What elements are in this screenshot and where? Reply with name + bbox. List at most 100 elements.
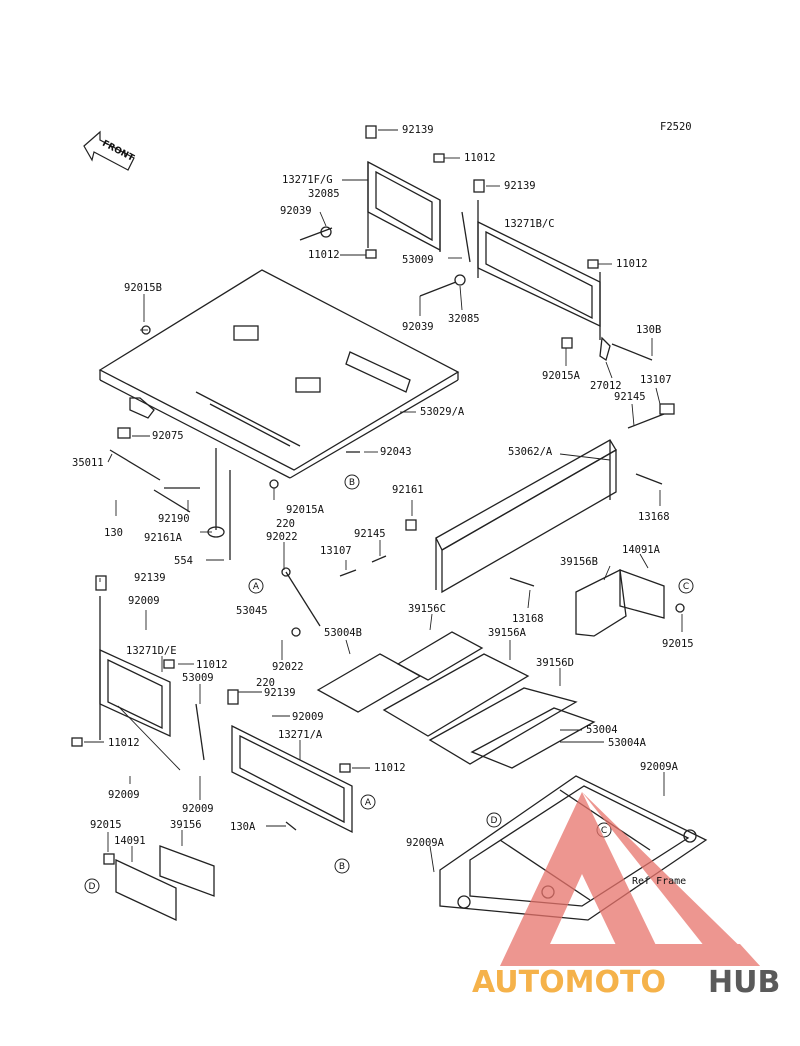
part-label: 130B: [636, 324, 661, 336]
part-label: 92022: [266, 531, 298, 543]
svg-text:D: D: [491, 816, 498, 826]
cargo-bed-floor: [98, 269, 460, 489]
callout-b-bottom: B: [334, 858, 350, 874]
svg-text:C: C: [683, 582, 689, 592]
svg-text:D: D: [89, 882, 96, 892]
part-label: 53045: [236, 605, 268, 617]
front-arrow-icon: FRONT: [83, 130, 136, 171]
side-gate-left-bottom: [71, 575, 205, 761]
part-label: 92015: [90, 819, 122, 831]
part-label: 13271/A: [278, 729, 323, 741]
part-label: 14091: [114, 835, 146, 847]
part-label: 92139: [402, 124, 434, 136]
callout-b-top: B: [344, 474, 360, 490]
part-label: 130: [104, 527, 123, 539]
part-label: 13168: [512, 613, 544, 625]
part-label: 92145: [614, 391, 646, 403]
part-label: 32085: [448, 313, 480, 325]
part-label: 130A: [230, 821, 256, 833]
part-label: 92015A: [286, 504, 325, 516]
bed-mats: [316, 569, 685, 769]
part-label: 53004A: [608, 737, 647, 749]
part-label: 92145: [354, 528, 386, 540]
part-label: 11012: [464, 152, 496, 164]
svg-text:B: B: [339, 862, 345, 872]
part-label: 14091A: [622, 544, 661, 556]
part-label: 92009A: [406, 837, 445, 849]
part-label: 53004: [586, 724, 618, 736]
part-label: 92015A: [542, 370, 581, 382]
ref-frame-label: Ref Frame: [632, 876, 686, 887]
part-label: 13168: [638, 511, 670, 523]
part-label: 39156: [170, 819, 202, 831]
callout-a-bottom: A: [360, 794, 376, 810]
svg-text:B: B: [349, 478, 355, 488]
part-label: 220: [256, 677, 275, 689]
part-label: 53004B: [324, 627, 362, 639]
part-label: 53029/A: [420, 406, 465, 418]
part-label: 92009A: [640, 761, 679, 773]
part-label: 32085: [308, 188, 340, 200]
part-label: 53009: [402, 254, 434, 266]
part-label: 53062/A: [508, 446, 553, 458]
figure-code: F2520: [660, 121, 692, 133]
part-label: 39156C: [408, 603, 446, 615]
part-label: 35011: [72, 457, 104, 469]
part-label: 13107: [320, 545, 352, 557]
part-label: 92039: [402, 321, 434, 333]
tailgate: [405, 403, 675, 594]
part-label: 11012: [616, 258, 648, 270]
part-label: 53009: [182, 672, 214, 684]
part-label: 13271F/G: [282, 174, 333, 186]
part-labels: 92139 11012 13271F/G 32085 92039 11012 9…: [72, 124, 694, 849]
part-label: 13271D/E: [126, 645, 177, 657]
part-label: 92009: [128, 595, 160, 607]
callout-d-left: D: [84, 878, 100, 894]
part-label: 39156B: [560, 556, 598, 568]
part-label: 13271B/C: [504, 218, 555, 230]
svg-text:C: C: [601, 826, 607, 836]
callout-a-left: A: [248, 578, 264, 594]
side-gate-middle-bottom: [227, 689, 353, 834]
leader-lines: [84, 129, 683, 873]
part-label: 220: [276, 518, 295, 530]
part-label: 554: [174, 555, 193, 567]
part-label: 11012: [308, 249, 340, 261]
pads-bottom-left: [103, 845, 215, 922]
side-gate-left-top: [299, 125, 445, 259]
part-label: 92190: [158, 513, 190, 525]
watermark-logo: [500, 792, 760, 966]
watermark-text-hub: HUB: [708, 965, 780, 1000]
callout-c-right: C: [678, 578, 694, 594]
svg-text:A: A: [365, 798, 372, 808]
part-label: 27012: [590, 380, 622, 392]
part-label: 92015: [662, 638, 694, 650]
part-label: 92009: [182, 803, 214, 815]
part-label: 92039: [280, 205, 312, 217]
part-label: 11012: [374, 762, 406, 774]
part-label: 13107: [640, 374, 672, 386]
svg-text:A: A: [253, 582, 260, 592]
bed-drawing: [71, 125, 708, 922]
rods-latches: [109, 427, 387, 637]
watermark-text-auto: AUTOMOTO: [472, 965, 666, 1000]
part-label: 92022: [272, 661, 304, 673]
part-label: 92009: [108, 789, 140, 801]
part-label: 92139: [504, 180, 536, 192]
part-label: 92043: [380, 446, 412, 458]
part-label: 39156A: [488, 627, 527, 639]
part-label: 39156D: [536, 657, 574, 669]
part-label: 92015B: [124, 282, 162, 294]
part-label: 92009: [292, 711, 324, 723]
ref-frame: [439, 775, 708, 921]
part-label: 92075: [152, 430, 184, 442]
part-label: 92161: [392, 484, 424, 496]
part-label: 11012: [196, 659, 228, 671]
part-label: 92139: [264, 687, 296, 699]
part-label: 11012: [108, 737, 140, 749]
part-label: 92139: [134, 572, 166, 584]
callout-d-frame: D: [486, 812, 502, 828]
part-label: 92161A: [144, 532, 183, 544]
side-gate-right-top: [419, 179, 653, 362]
